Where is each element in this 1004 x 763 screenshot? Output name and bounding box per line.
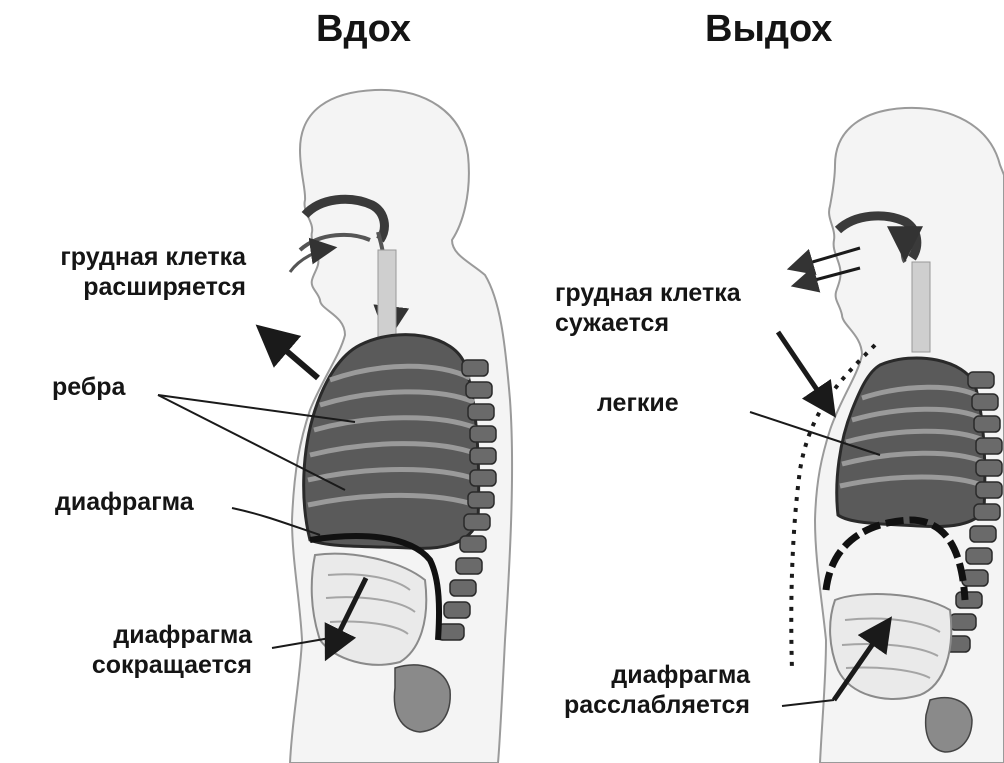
diaphragm-relaxes-label: диафрагма расслабляется bbox=[530, 660, 750, 720]
inhale-diaphragm-label: диафрагма bbox=[55, 487, 194, 517]
inhale-chest-label-line2: расширяется bbox=[14, 272, 246, 302]
exhale-figure bbox=[750, 108, 1004, 763]
exhale-title: Выдох bbox=[705, 10, 832, 48]
diaphragm-contracts-label: диафрагма сокращается bbox=[42, 620, 252, 680]
exhale-chest-label-line1: грудная клетка bbox=[555, 278, 741, 308]
inhale-chest-label-line1: грудная клетка bbox=[14, 242, 246, 272]
lungs-label: легкие bbox=[597, 388, 679, 418]
diaphragm-contracts-line1: диафрагма bbox=[42, 620, 252, 650]
diaphragm-contracts-line2: сокращается bbox=[42, 650, 252, 680]
diaphragm-relaxes-line1: диафрагма bbox=[530, 660, 750, 690]
inhale-title: Вдох bbox=[316, 10, 411, 48]
exhale-chest-label-line2: сужается bbox=[555, 308, 741, 338]
diaphragm-relaxes-line2: расслабляется bbox=[530, 690, 750, 720]
inhale-chest-label: грудная клетка расширяется bbox=[14, 242, 246, 302]
exhale-chest-label: грудная клетка сужается bbox=[555, 278, 741, 338]
ribs-label: ребра bbox=[52, 372, 125, 402]
